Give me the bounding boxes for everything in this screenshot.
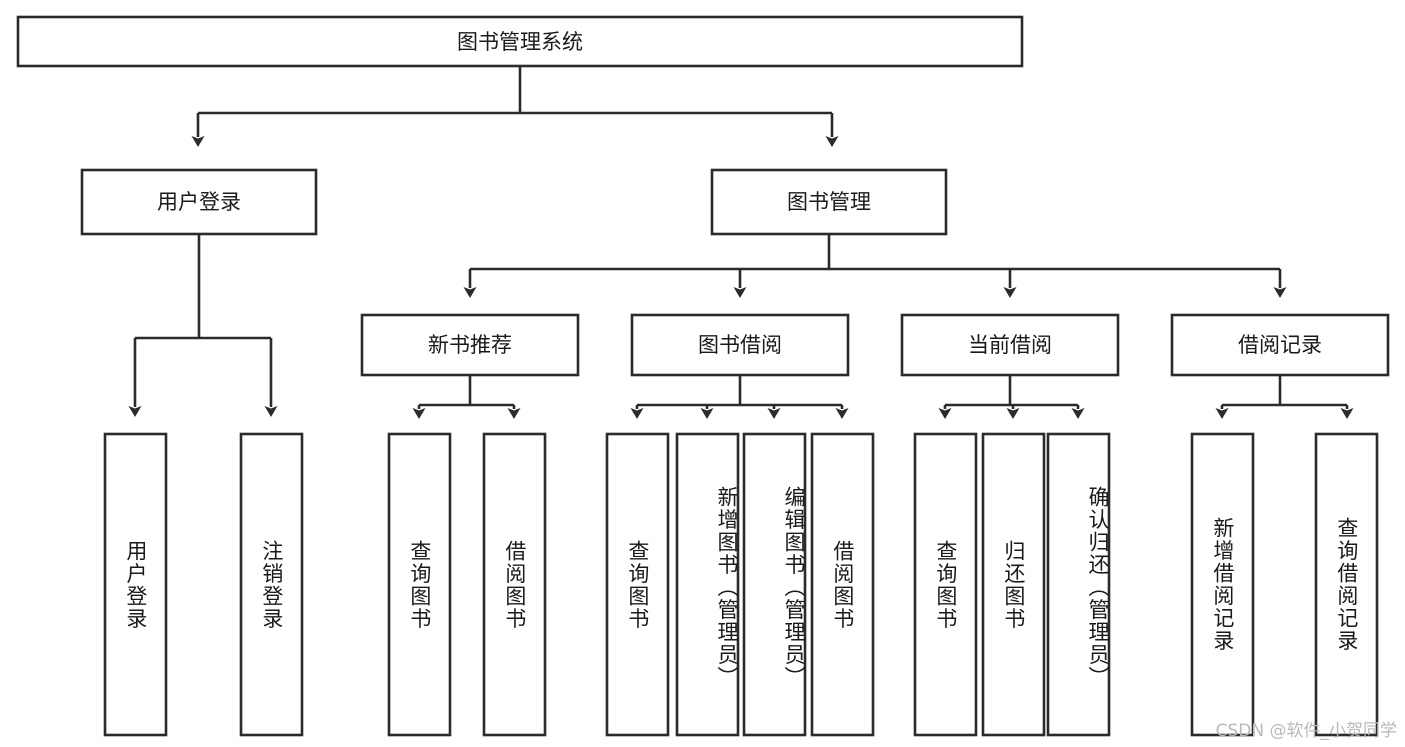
node-level2-user-login-box bbox=[80, 168, 318, 236]
node-level2-user-login[interactable]: 用户登录 bbox=[80, 168, 318, 236]
leaf-label-user-login: 用户登录 bbox=[123, 539, 148, 630]
node-level3-new-book-recommend[interactable]: 新书推荐 bbox=[360, 313, 580, 377]
leaf-label-query-book-cb: 查询图书 bbox=[933, 539, 958, 630]
leaf-box-return-book[interactable] bbox=[981, 432, 1046, 737]
leaf-box-query-borrow-record[interactable] bbox=[1314, 432, 1379, 737]
node-level3-current-borrow-box bbox=[900, 313, 1120, 377]
leaf-box-borrow-book-nbr[interactable] bbox=[482, 432, 547, 737]
node-level3-new-book-recommend-label: 新书推荐 bbox=[428, 333, 512, 357]
leaf-box-confirm-return[interactable] bbox=[1046, 432, 1111, 737]
node-level3-book-borrow-box bbox=[630, 313, 850, 377]
node-root-box bbox=[16, 15, 1024, 68]
leaf-label-return-book: 归还图书 bbox=[1001, 539, 1026, 630]
csdn-watermark: CSDN @软件_小贺同学 bbox=[1215, 721, 1397, 741]
node-level3-current-borrow-label: 当前借阅 bbox=[968, 333, 1052, 357]
leaf-box-borrow-book-bb[interactable] bbox=[810, 432, 875, 737]
leaf-box-add-borrow-record[interactable] bbox=[1190, 432, 1255, 737]
node-level3-borrow-record-box bbox=[1170, 313, 1390, 377]
leaf-box-query-book-bb[interactable] bbox=[605, 432, 670, 737]
leaf-box-query-book-cb[interactable] bbox=[913, 432, 978, 737]
leaf-label-query-book-bb: 查询图书 bbox=[625, 539, 650, 630]
leaf-label-borrow-book-bb: 借阅图书 bbox=[830, 539, 855, 630]
leaf-box-add-book-admin[interactable] bbox=[675, 432, 740, 737]
node-level3-borrow-record[interactable]: 借阅记录 bbox=[1170, 313, 1390, 377]
node-level3-borrow-record-label: 借阅记录 bbox=[1238, 333, 1322, 357]
leaf-box-logout[interactable] bbox=[239, 432, 304, 737]
node-level2-user-login-label: 用户登录 bbox=[157, 190, 241, 214]
leaf-box-user-login[interactable] bbox=[103, 432, 168, 737]
leaf-label-query-borrow-record: 查询借阅记录 bbox=[1334, 517, 1359, 652]
node-root[interactable]: 图书管理系统 bbox=[16, 15, 1024, 68]
leaf-label-borrow-book-nbr: 借阅图书 bbox=[502, 539, 527, 630]
node-root-label: 图书管理系统 bbox=[457, 30, 583, 54]
leaf-label-add-book-admin: 新增图书（管理员） bbox=[715, 486, 739, 689]
leaf-label-confirm-return: 确认归还（管理员） bbox=[1086, 486, 1110, 689]
node-level2-book-management[interactable]: 图书管理 bbox=[710, 168, 948, 236]
leaf-label-logout: 注销登录 bbox=[259, 539, 284, 630]
node-level2-book-management-label: 图书管理 bbox=[787, 190, 871, 214]
leaf-label-add-borrow-record: 新增借阅记录 bbox=[1210, 517, 1235, 652]
leaf-label-query-book-nbr: 查询图书 bbox=[407, 539, 432, 630]
node-level3-new-book-recommend-box bbox=[360, 313, 580, 377]
leaf-box-edit-book-admin[interactable] bbox=[742, 432, 807, 737]
leaf-box-query-book-nbr[interactable] bbox=[387, 432, 452, 737]
leaf-label-edit-book-admin: 编辑图书（管理员） bbox=[782, 486, 806, 689]
node-level3-current-borrow[interactable]: 当前借阅 bbox=[900, 313, 1120, 377]
node-level3-book-borrow-label: 图书借阅 bbox=[698, 333, 782, 357]
node-level3-book-borrow[interactable]: 图书借阅 bbox=[630, 313, 850, 377]
